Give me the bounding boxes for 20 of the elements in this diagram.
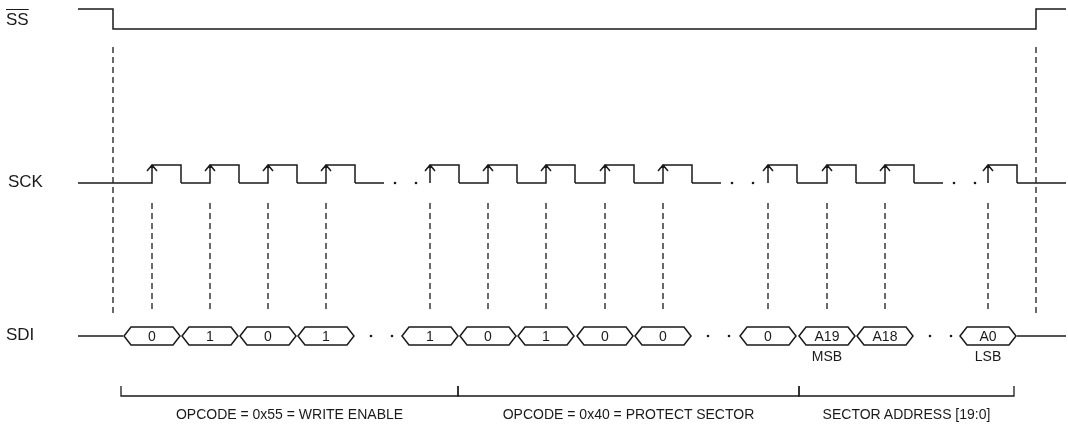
bracket-label: OPCODE = 0x40 = PROTECT SECTOR bbox=[501, 406, 756, 422]
bracket-label: OPCODE = 0x55 = WRITE ENABLE bbox=[174, 406, 405, 422]
data-bit-cell: 0 bbox=[634, 326, 692, 346]
signal-name: SDI bbox=[6, 325, 35, 345]
data-bit-cell: A0 bbox=[959, 326, 1017, 346]
bit-label: LSB bbox=[973, 348, 1003, 364]
data-bit-cell: 0 bbox=[123, 326, 181, 346]
data-bit-cell: 0 bbox=[459, 326, 517, 346]
data-bit-cell: 0 bbox=[239, 326, 297, 346]
data-bit-cell: A18 bbox=[856, 326, 914, 346]
data-bit-cell: 1 bbox=[181, 326, 239, 346]
bit-label: MSB bbox=[810, 348, 844, 364]
signal-name: SS bbox=[6, 10, 29, 30]
data-bit-cell: 0 bbox=[576, 326, 634, 346]
data-bit-cell: 1 bbox=[297, 326, 355, 346]
data-bit-cell: A19 bbox=[798, 326, 856, 346]
data-bit-cell: 1 bbox=[517, 326, 575, 346]
data-bit-cell: 0 bbox=[739, 326, 797, 346]
signal-name: SCK bbox=[8, 172, 43, 192]
data-bit-cell: 1 bbox=[401, 326, 459, 346]
